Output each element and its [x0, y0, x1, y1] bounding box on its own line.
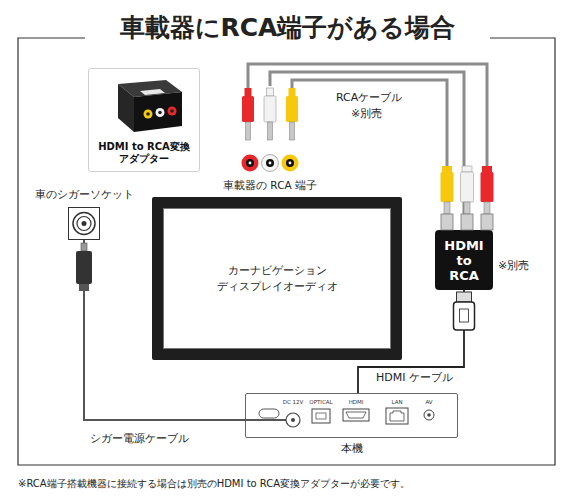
cable-connector — [270, 72, 464, 230]
socket-icon: 車のシガーソケット — [68, 207, 100, 240]
rca-plug-collar — [442, 166, 452, 172]
node-text: HDMI to RCA変換 アダプター — [95, 141, 193, 165]
rca-jack-group: 車載器の RCA 端子 — [238, 86, 302, 174]
hdmi-plug-metal — [457, 292, 472, 302]
cable-label: RCAケーブル — [336, 90, 402, 105]
title: 車載器にRCA端子がある場合 — [0, 11, 575, 44]
rca-jack — [282, 155, 299, 172]
rca-plug-collar — [482, 166, 492, 172]
converter-box: HDMI to RCA — [435, 230, 493, 290]
node-heading: 車載器の RCA 端子 — [223, 179, 317, 193]
optical-port — [312, 409, 330, 423]
rca-plug-tip — [444, 202, 450, 214]
cable-label: シガー電源ケーブル — [90, 431, 189, 446]
display-screen: カーナビゲーション ディスプレイオーディオ — [152, 197, 402, 360]
adapter-photo-jack — [156, 108, 165, 117]
note-label: ※別売 — [498, 258, 529, 273]
rca-plug-tip — [484, 202, 490, 214]
cable-label: HDMI ケーブル — [376, 370, 453, 385]
rca-plug-collar — [289, 88, 296, 96]
hdmi-port-inner — [346, 412, 366, 418]
rca-plug-collar — [267, 88, 274, 96]
cigar-plug-tip — [81, 243, 87, 251]
rca-wire — [248, 64, 487, 166]
av-port-pin — [427, 413, 431, 417]
node-text: カーナビゲーション ディスプレイオーディオ — [192, 263, 362, 295]
hdmi-plug-body — [454, 302, 475, 330]
rca-plug-collar — [462, 166, 472, 172]
adapter-photo-jack — [144, 110, 153, 119]
adapter-photo-jack-hole — [146, 112, 150, 116]
adapter-photo-jack-hole — [170, 109, 174, 113]
rca-plug-tip — [268, 122, 273, 140]
adapter-photo-logo — [140, 89, 165, 95]
rca-plug-tip — [464, 202, 470, 214]
rca-jack-pin — [249, 162, 252, 165]
port-slot — [259, 409, 279, 418]
adapter-photo-box: HDMI to RCA変換 アダプター — [88, 68, 200, 172]
rca-jack-hole — [266, 159, 274, 167]
socket-ring — [77, 217, 91, 231]
dc-port-pin — [291, 418, 295, 422]
rca-plug-body — [481, 172, 494, 202]
hdmi-plug-grip — [460, 309, 469, 322]
node-heading: 車のシガーソケット — [35, 188, 134, 202]
rca-jack — [262, 155, 279, 172]
cable-connector — [84, 240, 245, 420]
converter-jack — [461, 214, 473, 230]
converter-jack — [441, 214, 453, 230]
adapter-photo-jack-hole — [158, 111, 162, 115]
socket-ring — [73, 213, 95, 235]
rca-jack-hole — [246, 159, 254, 167]
optical-port-inner — [316, 413, 326, 419]
cable-connector — [358, 290, 464, 393]
figure-frame — [18, 38, 555, 465]
main-unit: 本機 — [245, 393, 458, 438]
note-label: ※別売 — [351, 106, 382, 121]
hdmi-port — [343, 409, 369, 421]
adapter-photo-side — [118, 84, 134, 132]
av-port — [424, 410, 434, 420]
rca-plug-body — [461, 172, 474, 202]
cigar-plug-body — [76, 251, 92, 284]
socket-pin — [82, 221, 87, 226]
rca-jack-pin — [289, 162, 292, 165]
rca-plug-body — [441, 172, 454, 202]
illustration — [73, 64, 494, 427]
adapter-photo-front — [134, 92, 182, 132]
rca-plug-body — [264, 96, 276, 122]
power-wire — [245, 419, 286, 421]
caption: ※RCA端子搭載機器に接続する場合は別売のHDMI to RCA変換アダプターが… — [18, 477, 410, 491]
rca-jack-pin — [269, 162, 272, 165]
rca-jack — [242, 155, 259, 172]
rca-plug-body — [286, 96, 298, 122]
rca-plug-tip — [290, 122, 295, 140]
cigar-plug-boot — [79, 284, 89, 291]
rca-plug-tip — [246, 122, 251, 140]
lan-port-inner — [390, 411, 404, 421]
node-text: HDMI to RCA — [443, 238, 485, 283]
connector-layer — [84, 72, 464, 420]
adapter-photo-top — [118, 80, 182, 97]
converter-jack — [481, 214, 493, 230]
dc-port — [286, 413, 300, 427]
rca-plug-body — [242, 96, 254, 122]
lan-port — [386, 408, 408, 424]
rca-plug-collar — [245, 88, 252, 96]
rca-jack-hole — [286, 159, 294, 167]
adapter-photo-jack — [168, 107, 177, 116]
node-heading: 本機 — [341, 442, 363, 456]
rca-wire — [292, 80, 447, 166]
